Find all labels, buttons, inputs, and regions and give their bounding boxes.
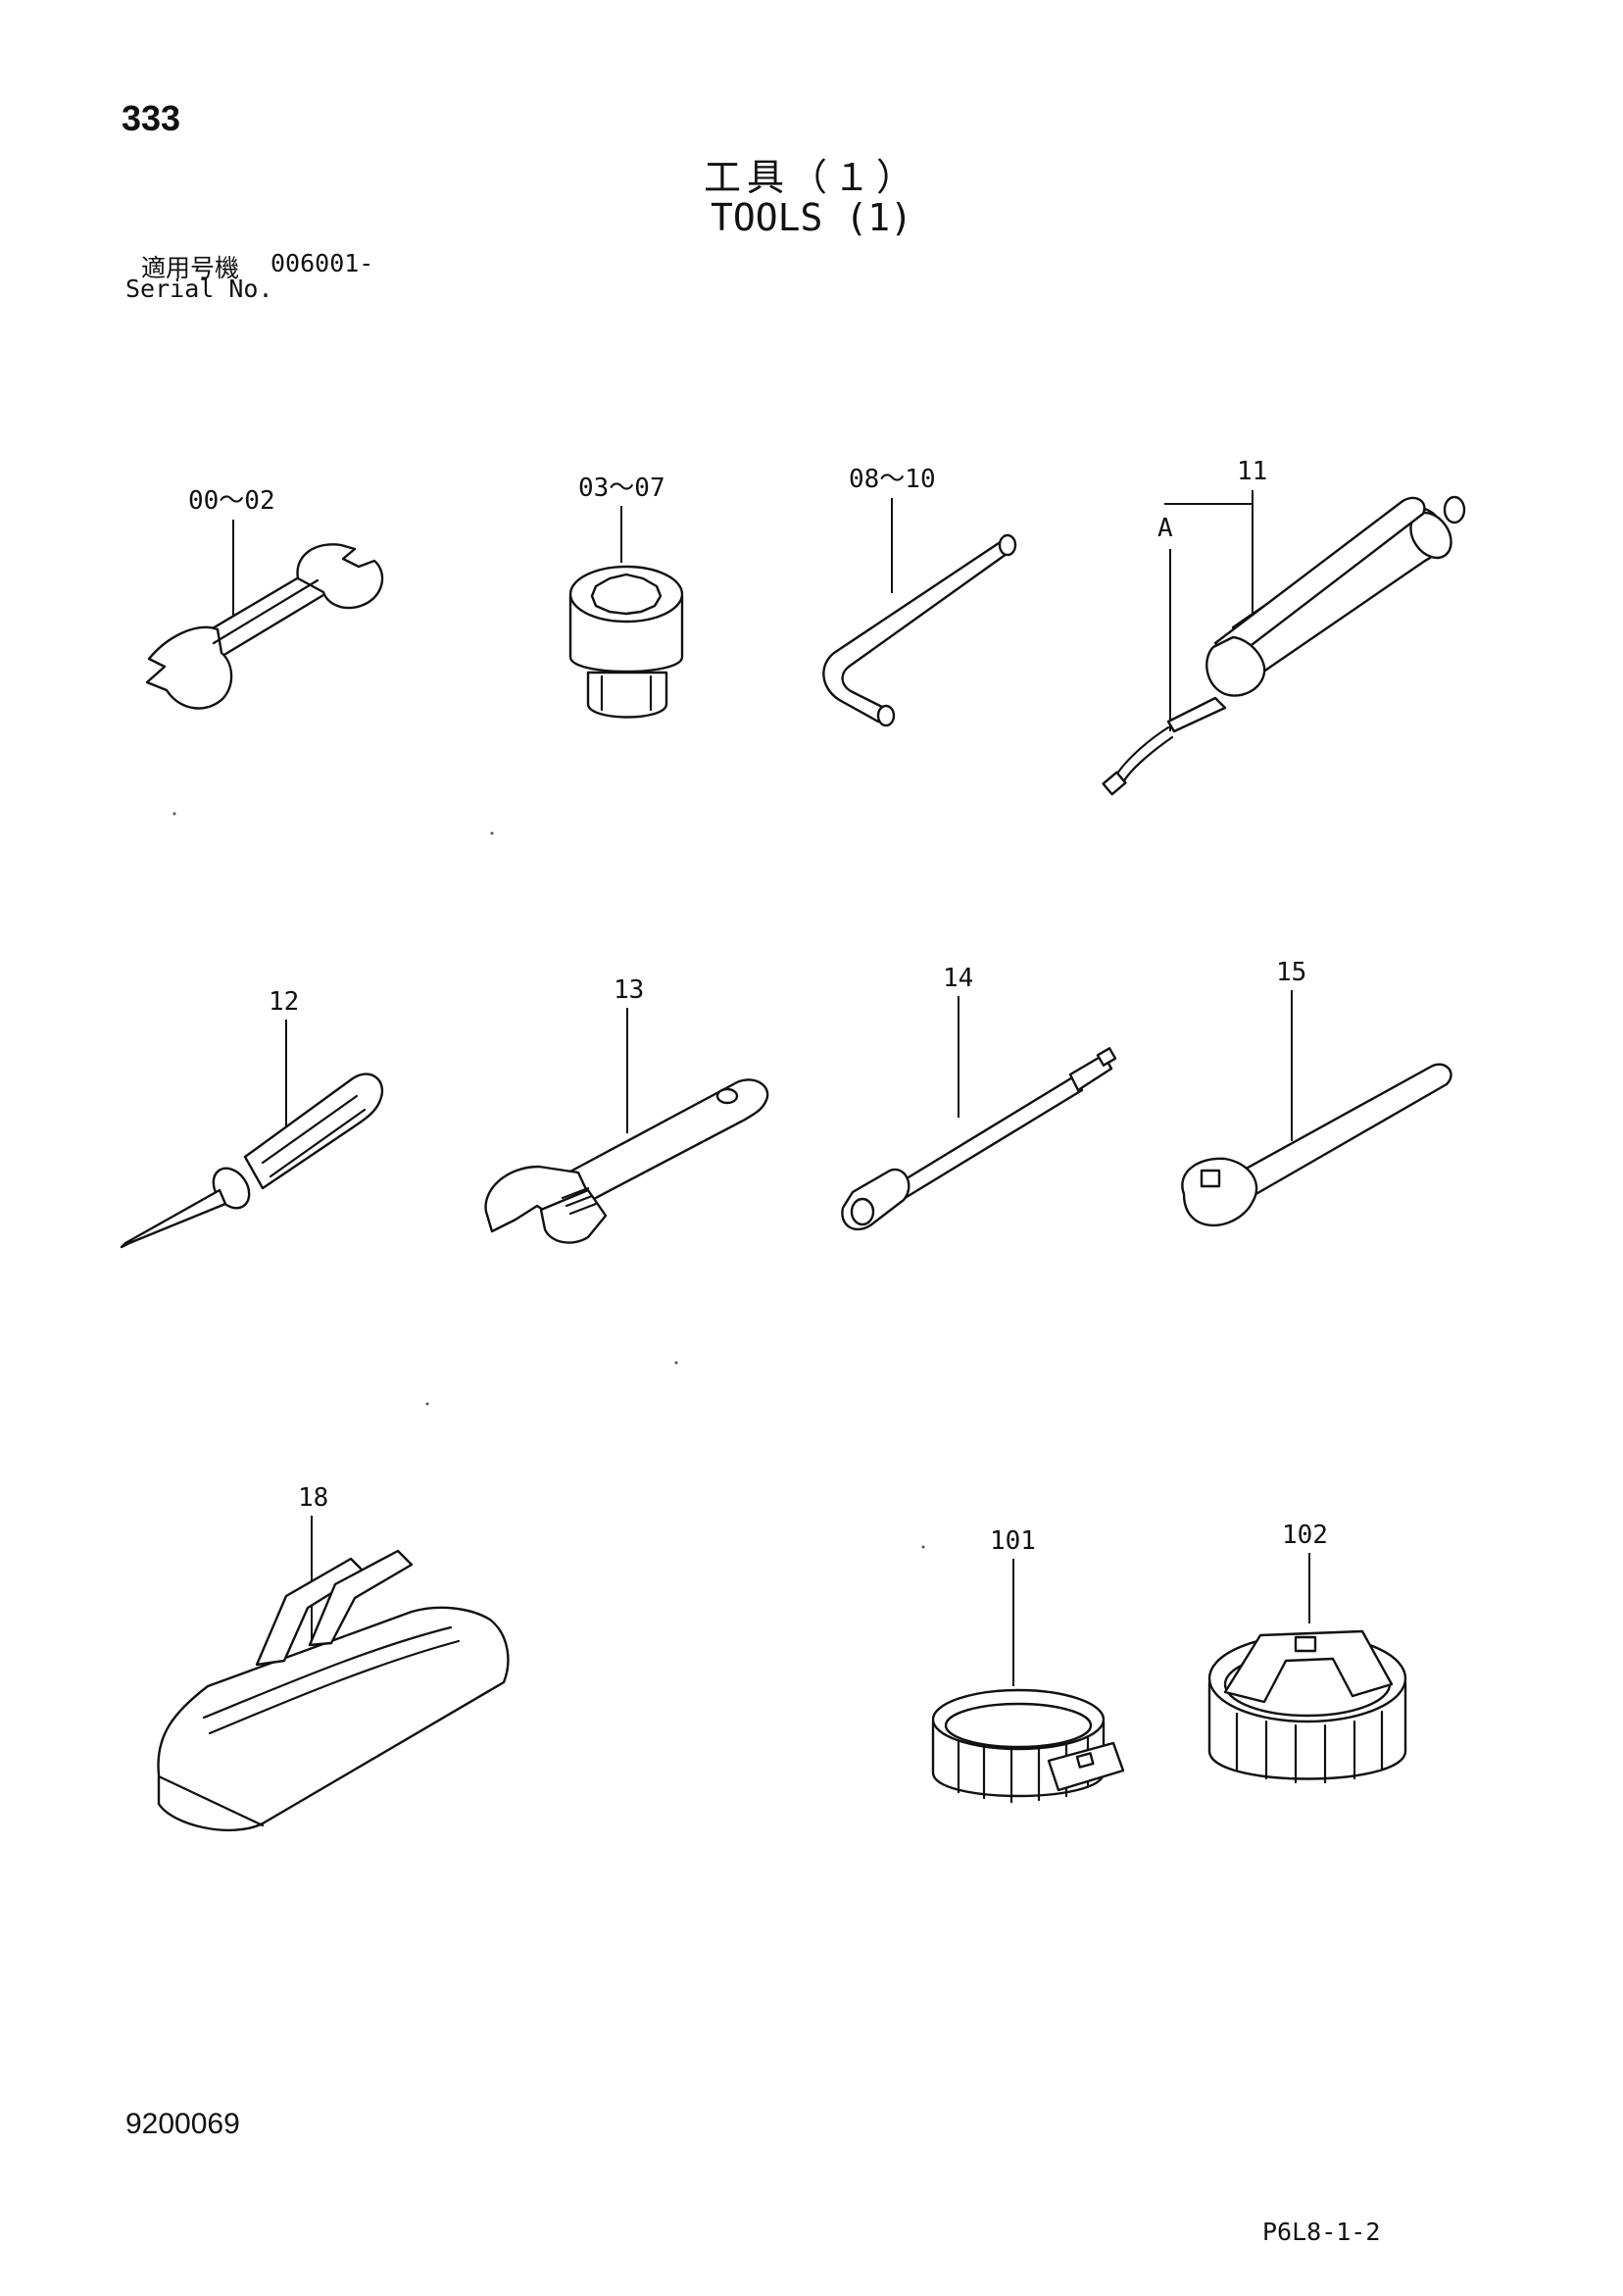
callout-ratchet-handle: 15: [1276, 958, 1306, 987]
grease-gun-hose: [1113, 725, 1170, 778]
serial-label-english: Serial No.: [125, 275, 273, 303]
callout-socket: 03～07: [578, 474, 665, 503]
screwdriver-shaft: [120, 1188, 227, 1249]
extension-bar-square-hole: [850, 1197, 875, 1226]
page-reference: P6L8-1-2: [1262, 2218, 1381, 2246]
extension-bar-illustration: 14: [841, 964, 1117, 1231]
hex-key-short-end: [876, 704, 896, 727]
serial-label-japanese: 適用号機: [141, 254, 240, 282]
callout-filter-wrench-cup: 102: [1282, 1521, 1328, 1550]
socket-illustration: 03～07: [568, 474, 684, 719]
extension-bar-socket-end: [841, 1168, 910, 1231]
callout-tool-bag: 18: [298, 1483, 328, 1513]
ratchet-handle-bar: [1237, 1063, 1452, 1198]
screwdriver-illustration: 12: [120, 987, 383, 1249]
page-number: 333: [122, 98, 181, 138]
callout-filter-wrench-band: 101: [990, 1526, 1036, 1556]
hex-key-bar: [822, 539, 1015, 724]
hex-key-long-end: [998, 533, 1017, 557]
tool-bag-front-handle: [308, 1549, 414, 1647]
callout-extension-bar: 14: [943, 964, 973, 993]
page-title-japanese: 工具（１）: [703, 156, 919, 199]
screwdriver-handle: [243, 1073, 383, 1190]
tool-bag-illustration: 18: [157, 1483, 510, 1832]
filter-wrench-band-illustration: 101: [931, 1526, 1125, 1804]
callout-grease-gun-view-a: A: [1157, 514, 1173, 543]
filter-wrench-cup-flutes: [1235, 1710, 1384, 1784]
callout-adjustable-wrench: 13: [614, 975, 644, 1005]
document-number: 9200069: [125, 2108, 240, 2140]
tool-bag-zipper: [202, 1625, 461, 1735]
adjustable-wrench-worm-screw: [561, 1186, 598, 1216]
page-title-english: TOOLS (1): [711, 196, 912, 239]
extension-bar-drive-end: [1068, 1053, 1113, 1092]
serial-number-value: 006001-: [270, 249, 374, 277]
grease-gun-lever: [1213, 496, 1426, 663]
callout-grease-gun: 11: [1237, 457, 1267, 486]
callout-screwdriver: 12: [269, 987, 299, 1017]
wrench-upper-jaw: [296, 543, 384, 610]
grease-gun-pipe: [1166, 696, 1227, 733]
grease-gun-head: [1205, 635, 1266, 697]
wrench-lower-jaw: [145, 625, 233, 710]
adjustable-wrench-moving-jaw: [539, 1188, 608, 1244]
adjustable-wrench-handle: [566, 1078, 769, 1204]
callout-hex-key: 08～10: [849, 465, 936, 494]
open-end-wrench-illustration: 00～02: [145, 486, 384, 710]
tool-bag-body: [157, 1606, 510, 1832]
filter-wrench-band-segments: [957, 1735, 1090, 1804]
hex-key-illustration: 08～10: [822, 465, 1017, 727]
filter-wrench-cup-bridge: [1223, 1629, 1394, 1704]
adjustable-wrench-hang-hole: [715, 1087, 739, 1105]
grease-gun-nozzle: [1102, 771, 1127, 796]
filter-wrench-cup-drive-square: [1294, 1635, 1317, 1653]
ratchet-drive-square: [1200, 1169, 1221, 1188]
callout-wrench: 00～02: [188, 486, 275, 516]
filter-wrench-cup-illustration: 102: [1207, 1521, 1407, 1784]
scan-specks: [172, 812, 925, 1549]
extension-bar-shaft: [892, 1074, 1084, 1202]
leader-lines-grease-gun: [1164, 490, 1254, 731]
socket-drive-end: [586, 671, 668, 719]
ratchet-handle-head: [1181, 1157, 1258, 1227]
adjustable-wrench-illustration: 13: [484, 975, 769, 1244]
socket-twelve-point-opening: [590, 573, 663, 616]
grease-gun-ring-icon: [1443, 495, 1466, 524]
ratchet-handle-illustration: 15: [1181, 958, 1452, 1227]
grease-gun-illustration: 11 A: [1102, 457, 1466, 796]
